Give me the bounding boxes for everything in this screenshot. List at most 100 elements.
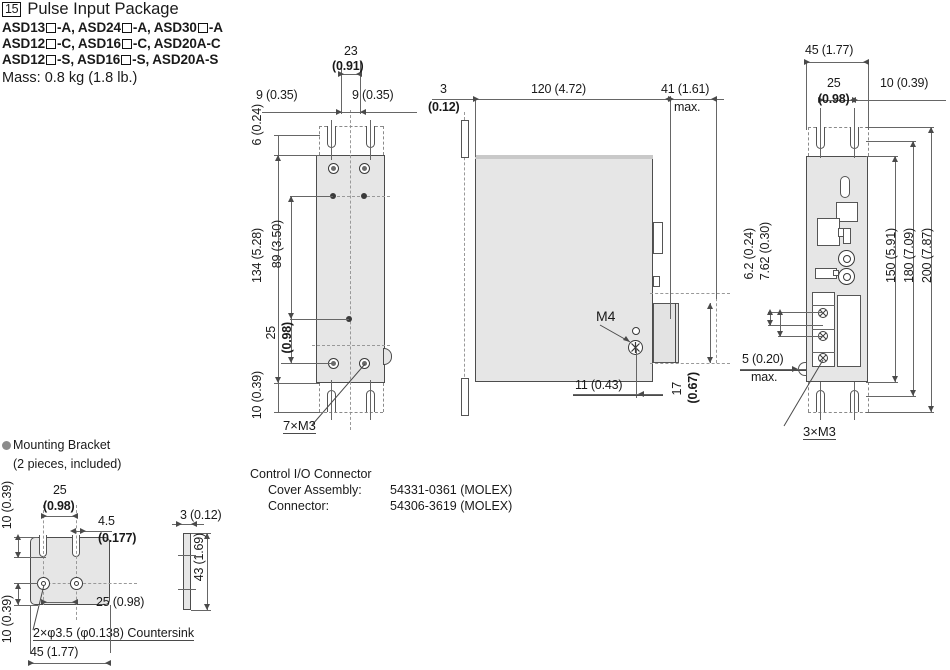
- model-3-p1: ASD12: [2, 52, 46, 67]
- model-3-p2: -S,: [57, 52, 78, 67]
- bracket-lead-43-top: [191, 533, 211, 534]
- front-view-bottom-tab-left: [319, 383, 320, 412]
- right-view-dim-5: 5 (0.20): [742, 352, 784, 366]
- front-view-dim-9-left: 9 (0.35): [256, 88, 298, 102]
- bracket-leader-countersink: [32, 584, 45, 631]
- bracket-ext-45-left: [30, 605, 31, 653]
- right-view-ext-45-left: [806, 62, 807, 130]
- right-view-ext-150-bottom: [866, 382, 898, 383]
- right-view-dim-45: 45 (1.77): [805, 43, 854, 57]
- front-view-note-7xm3: 7×M3: [283, 418, 316, 434]
- side-view-left-tab-line: [464, 112, 465, 412]
- bracket-dimline-10-top: [18, 537, 19, 557]
- right-view-dimline-150: [895, 156, 896, 382]
- bracket-lead-43-bottom: [191, 610, 211, 611]
- side-view-terminal-block: [653, 303, 679, 363]
- right-view-ext-200-top: [866, 127, 934, 128]
- right-view-ext-180-bottom: [866, 396, 916, 397]
- side-view-arrow-120-left: [473, 96, 479, 102]
- right-view-arrow-762-top: [777, 309, 783, 315]
- bracket-arrow-45w-left: [28, 660, 34, 666]
- bracket-arrow-10top-up: [15, 534, 21, 540]
- front-view-screw-bottom-right-core: [362, 361, 367, 366]
- bracket-countersink-right-inner: [74, 581, 79, 586]
- square-placeholder-icon: [121, 39, 132, 49]
- model-line-3: ASD12-S, ASD16-S, ASD20A-S: [2, 52, 420, 67]
- right-view-dial-lower-inner: [843, 273, 851, 281]
- front-view-leader-10-bottom: [274, 412, 320, 413]
- right-view-arrow-200-bottom: [928, 406, 934, 412]
- front-view-arrow-89-top: [288, 196, 294, 202]
- front-view-leader-134-top: [274, 155, 320, 156]
- bracket-side-mark-upper: [178, 555, 196, 556]
- right-view-tab-connector-nose: [833, 270, 839, 276]
- right-view-io-connector: [817, 218, 840, 246]
- connector-connector-label: Connector:: [268, 499, 330, 513]
- right-view-bottom-tab-left: [808, 382, 809, 412]
- front-view-leader-7xm3: [311, 363, 366, 426]
- model-2-p2: -C,: [57, 36, 78, 51]
- right-view-dim-5-max: max.: [751, 370, 778, 384]
- connector-info-block: Control I/O Connector Cover Assembly: 54…: [250, 466, 512, 514]
- side-view-tab-top: [461, 120, 469, 158]
- model-1-p4: -A,: [132, 20, 154, 35]
- front-view-centerline-lower: [312, 345, 390, 346]
- side-view-dim-3: 3: [440, 82, 447, 96]
- side-view-connector-large: [653, 222, 663, 254]
- right-view-power-block: [837, 295, 861, 367]
- front-view-dim-23-inch: (0.91): [332, 59, 364, 73]
- side-view-dim-41: 41 (1.61): [661, 82, 710, 96]
- bracket-arrow-25-right: [72, 513, 78, 519]
- front-view-vertical-centerline: [350, 110, 351, 430]
- square-placeholder-icon: [121, 55, 132, 65]
- right-view-dim-25-inch: (0.98): [818, 92, 850, 106]
- bracket-title: Mounting Bracket: [13, 438, 111, 452]
- right-view-arrow-180-bottom: [910, 390, 916, 396]
- bracket-dimline-10-bottom: [18, 583, 19, 605]
- right-view-dimline-200: [931, 127, 932, 412]
- side-view-drawing: 3 (0.12) 120 (4.72) 41 (1.61) max. M4 11…: [428, 82, 730, 416]
- side-view-connector-small: [653, 276, 660, 287]
- front-view-bottom-slot-axis-right: [370, 380, 371, 420]
- front-view-screw-top-right-core: [362, 166, 367, 171]
- right-view-note-3xm3: 3×M3: [803, 424, 836, 440]
- bracket-slot-axis-right: [76, 505, 77, 620]
- right-view-dial-upper-inner: [843, 255, 851, 263]
- bracket-arrow-43-top: [204, 533, 210, 539]
- front-view-ext-top-center-r: [360, 62, 361, 114]
- right-view-terminal-div-2: [812, 329, 835, 330]
- bracket-title-row: Mounting Bracket: [2, 437, 110, 453]
- front-view-bottom-tab-bottom: [319, 412, 383, 413]
- front-view-arrow-23-right: [356, 71, 362, 77]
- right-view-dim-762: 7.62 (0.30): [758, 222, 772, 281]
- bracket-dimline-thickness: [172, 524, 204, 525]
- right-view-lead-62-bottom: [768, 325, 823, 326]
- right-view-bottom-tab-bottom: [808, 412, 868, 413]
- right-view-dim-25: 25: [827, 76, 841, 90]
- side-view-dim-120: 120 (4.72): [531, 82, 586, 96]
- side-view-dim-41-max: max.: [674, 100, 701, 114]
- connector-title: Control I/O Connector: [250, 467, 372, 481]
- front-view-ext-top-center-l: [341, 62, 342, 114]
- bracket-arrow-25bot-right: [72, 599, 78, 605]
- right-view-leader-3xm3: [783, 359, 824, 427]
- side-view-arrow-41-right: [711, 96, 717, 102]
- front-view-arrow-top-left: [336, 109, 342, 115]
- square-placeholder-icon: [197, 23, 208, 33]
- model-1-p1: ASD13: [2, 20, 46, 35]
- front-view-dimline-10: [278, 383, 279, 412]
- right-view-arrow-762-bottom: [777, 331, 783, 337]
- right-view-terminal-div-3: [812, 352, 835, 353]
- bracket-arrow-10top-down: [15, 552, 21, 558]
- right-view-dim-10: 10 (0.39): [880, 76, 929, 90]
- square-placeholder-icon: [46, 55, 57, 65]
- front-view-leader-89-bottom: [290, 319, 349, 320]
- connector-row-connector: Connector: 54306-3619 (MOLEX): [268, 498, 512, 514]
- bracket-arrow-25bot-left: [41, 599, 47, 605]
- bracket-arrow-10bot-up: [15, 583, 21, 589]
- front-view-dim-9-right: 9 (0.35): [352, 88, 394, 102]
- bracket-dimline-45-width: [30, 663, 110, 664]
- bracket-dim-thickness: 3 (0.12): [180, 508, 222, 522]
- right-view-dimline-62: [770, 312, 771, 325]
- right-view-arrow-10-left: [852, 97, 858, 103]
